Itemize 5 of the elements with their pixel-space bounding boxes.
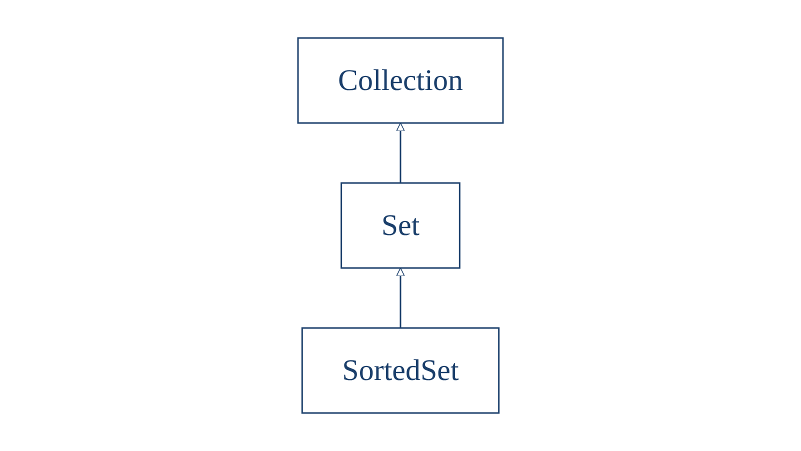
node-box: Collection bbox=[297, 37, 504, 124]
arrow bbox=[396, 122, 405, 184]
node-box: Set bbox=[340, 182, 460, 269]
arrow bbox=[396, 268, 405, 329]
node-box: SortedSet bbox=[301, 327, 500, 414]
